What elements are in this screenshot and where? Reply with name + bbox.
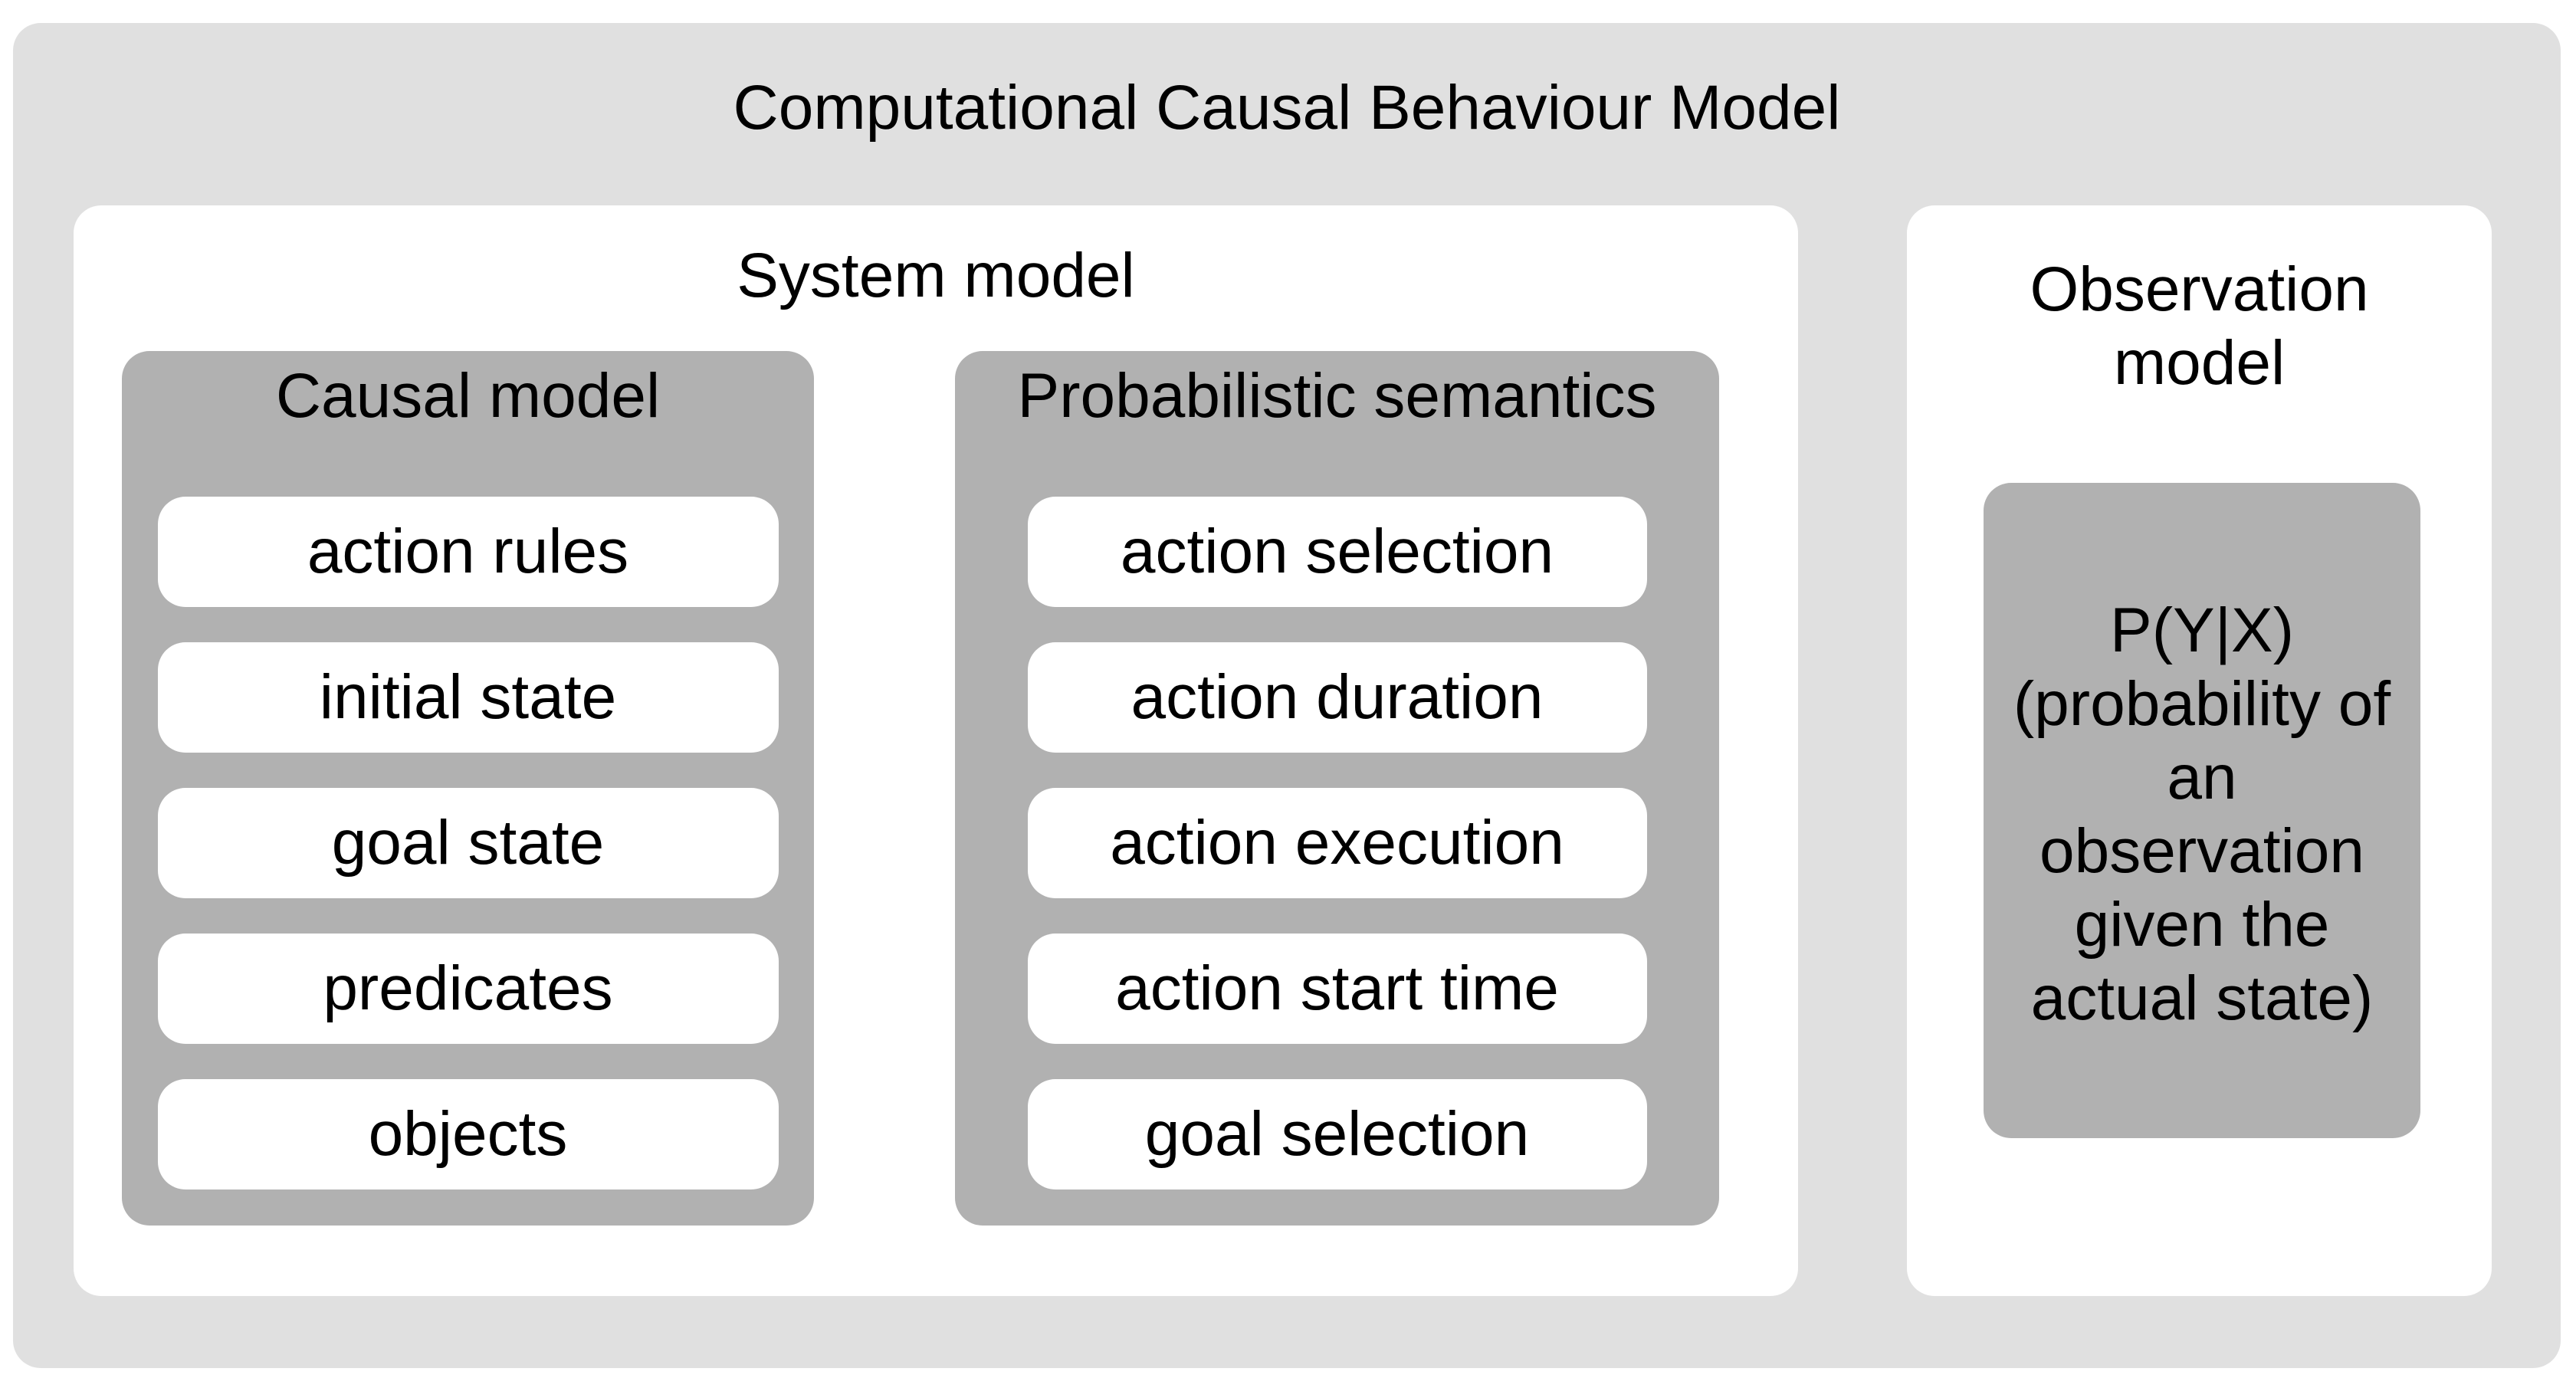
- observation-formula-box: P(Y|X) (probability of an observation gi…: [1984, 483, 2420, 1138]
- diagram-title: Computational Causal Behaviour Model: [733, 73, 1841, 143]
- causal-item-goal-state: goal state: [157, 788, 779, 898]
- causal-item-predicates: predicates: [157, 934, 779, 1044]
- prob-item-action-duration: action duration: [1027, 642, 1647, 753]
- observation-model-panel: Observation model P(Y|X) (probability of…: [1907, 205, 2492, 1296]
- causal-item-action-rules: action rules: [157, 497, 779, 607]
- causal-model-title: Causal model: [275, 361, 661, 431]
- causal-item-objects: objects: [157, 1079, 779, 1189]
- causal-model-items: action rules initial state goal state pr…: [122, 497, 814, 1225]
- causal-item-initial-state: initial state: [157, 642, 779, 753]
- prob-item-action-selection: action selection: [1027, 497, 1647, 607]
- prob-item-goal-selection: goal selection: [1027, 1079, 1647, 1189]
- probabilistic-semantics-title: Probabilistic semantics: [1017, 361, 1657, 431]
- prob-item-action-execution: action execution: [1027, 788, 1647, 898]
- system-model-panel: System model Causal model action rules i…: [74, 205, 1798, 1296]
- causal-model-box: Causal model action rules initial state …: [122, 351, 814, 1226]
- probabilistic-semantics-box: Probabilistic semantics action selection…: [955, 351, 1719, 1226]
- observation-model-title: Observation model: [2030, 254, 2369, 398]
- prob-item-action-start-time: action start time: [1027, 934, 1647, 1044]
- causal-behaviour-model-container: Computational Causal Behaviour Model Sys…: [13, 23, 2561, 1368]
- probabilistic-semantics-items: action selection action duration action …: [955, 497, 1719, 1225]
- system-model-title: System model: [737, 241, 1135, 310]
- observation-formula-text: P(Y|X) (probability of an observation gi…: [2013, 596, 2391, 1033]
